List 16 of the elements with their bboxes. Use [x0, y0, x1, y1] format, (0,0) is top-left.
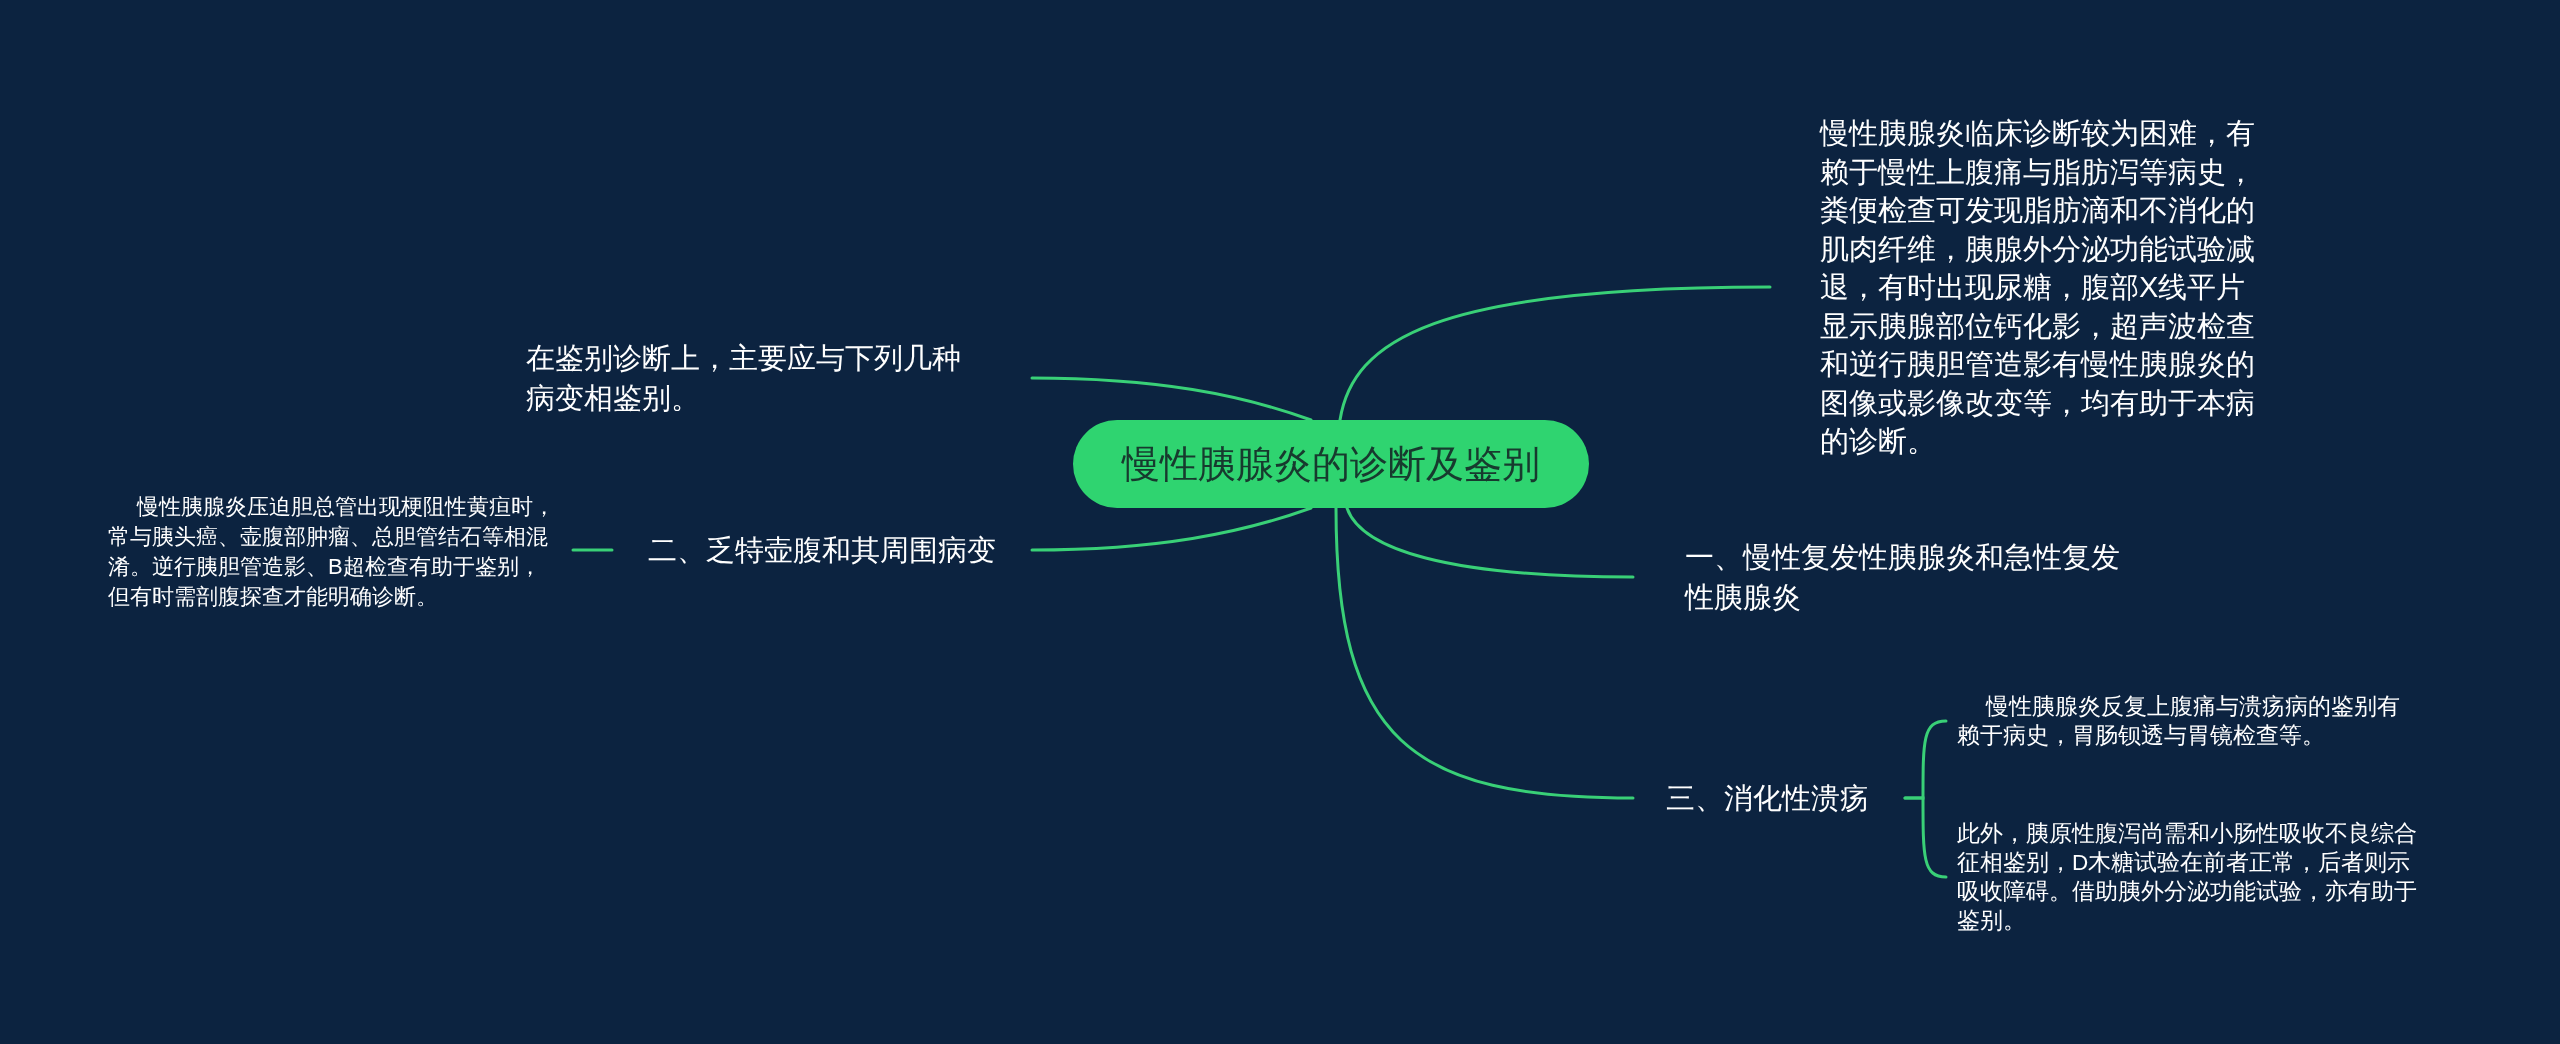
connector-line — [1030, 376, 1313, 422]
central-topic: 慢性胰腺炎的诊断及鉴别 — [1073, 420, 1589, 508]
note-text: 慢性胰腺炎临床诊断较为困难，有赖于慢性上腹痛与脂肪泻等病史，粪便检查可发现脂肪滴和不消化的肌肉纤维，胰腺外分泌功能试验减退，有时出现尿糖，腹部X线平片显示胰腺部位钙化影，超声波检查和逆行胰胆管造影有慢性胰腺炎的图像或影像改变等，均有助于本病的诊断。 — [1820, 115, 2256, 459]
connector-line — [1334, 506, 1635, 800]
connector-line — [1903, 796, 1948, 879]
note-text: 此外，胰原性腹泻尚需和小肠性吸收不良综合征相鉴别，D木糖试验在前者正常，后者则示吸收障碍。借助胰外分泌功能试验，亦有助于鉴别。 — [1957, 820, 2418, 935]
branch-label: 一、慢性复发性胰腺炎和急性复发性胰腺炎 — [1685, 540, 2121, 615]
note-text: 慢性胰腺炎压迫胆总管出现梗阻性黄疸时，常与胰头癌、壶腹部肿瘤、总胆管结石等相混淆。逆行胰胆管造影、B超检查有助于鉴别，但有时需剖腹探查才能明确诊断。 — [108, 493, 556, 611]
branch-label: 三、消化性溃疡 — [1666, 781, 1870, 816]
note-text: 慢性胰腺炎反复上腹痛与溃疡病的鉴别有赖于病史，胃肠钡透与胃镜检查等。 — [1957, 693, 2401, 750]
connector-line — [1338, 285, 1772, 422]
connector-line — [1030, 506, 1313, 552]
connector-line — [1345, 506, 1635, 579]
branch-label: 在鉴别诊断上，主要应与下列几种病变相鉴别。 — [526, 341, 962, 416]
connector-line — [571, 548, 614, 552]
branch-label: 二、乏特壶腹和其周围病变 — [648, 533, 997, 568]
